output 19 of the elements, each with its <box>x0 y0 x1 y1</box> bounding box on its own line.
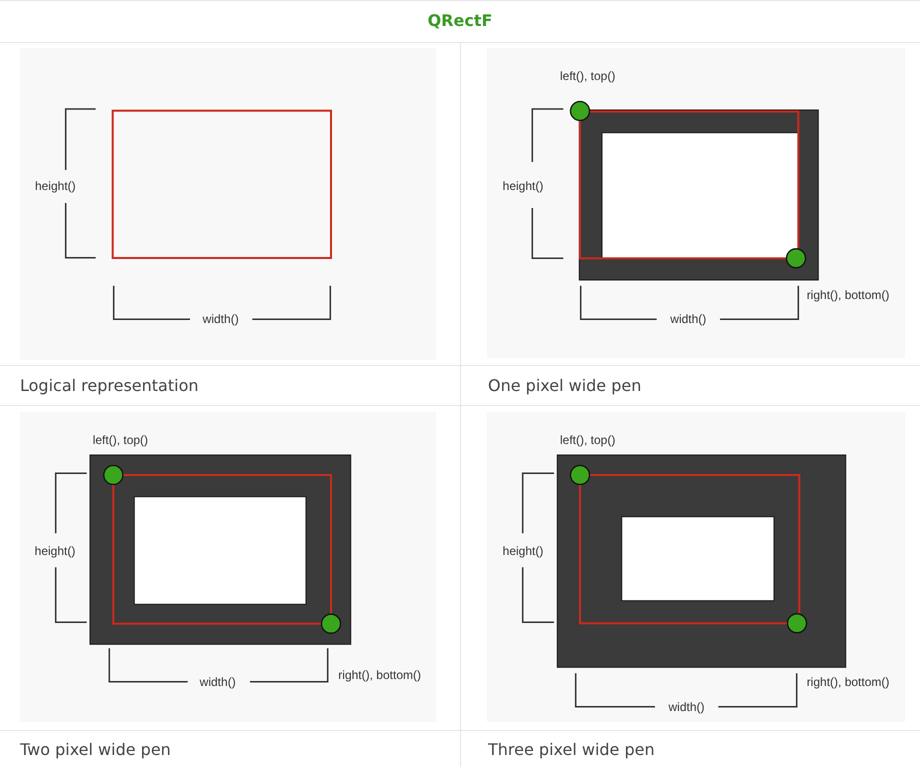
dimension-label: height() <box>34 179 76 193</box>
corner-point-label: left(), top() <box>92 433 148 447</box>
corner-point-label: right(), bottom() <box>806 674 890 689</box>
image-caption: Two pixel wide pen <box>20 740 171 760</box>
image-caption: Three pixel wide pen <box>488 740 655 760</box>
corner-point-label: left(), top() <box>560 69 616 83</box>
corner-point-label: right(), bottom() <box>806 288 890 302</box>
image-caption: One pixel wide pen <box>488 376 642 396</box>
table-title: QRectF <box>428 11 492 31</box>
dimension-label: width() <box>668 700 704 714</box>
dimension-label: height() <box>502 544 544 558</box>
dimension-label: height() <box>502 179 544 193</box>
dimension-label: height() <box>34 544 76 558</box>
image-caption: Logical representation <box>20 376 198 396</box>
dimension-label: width() <box>200 674 236 689</box>
corner-point-label: left(), top() <box>560 433 616 447</box>
dimension-label: width() <box>670 312 706 326</box>
corner-point-label: right(), bottom() <box>338 668 421 682</box>
dimension-label: width() <box>202 312 239 326</box>
